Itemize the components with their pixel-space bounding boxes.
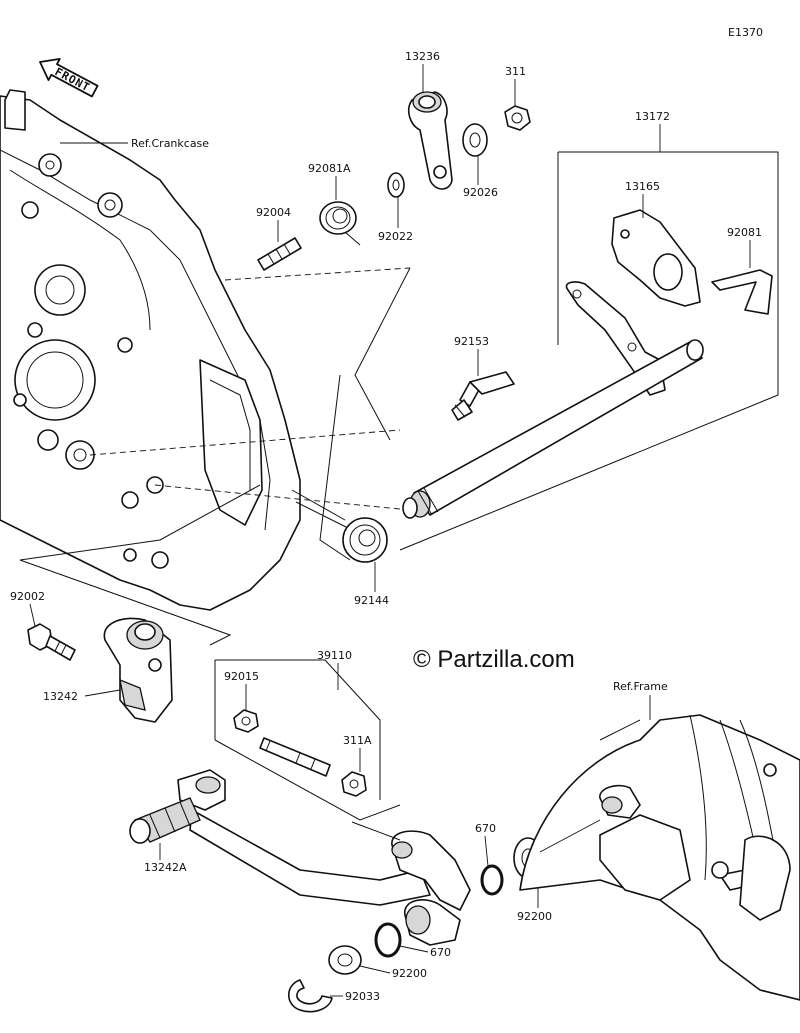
- part-92153-bolt[interactable]: [451, 371, 515, 421]
- callout-13165: 13165: [625, 180, 660, 193]
- callout-311a: 311A: [343, 734, 372, 747]
- callout-92200-upper: 92200: [517, 910, 552, 923]
- part-92002-bolt[interactable]: [27, 623, 76, 661]
- callout-92026: 92026: [463, 186, 498, 199]
- front-label: FRONT: [53, 65, 93, 94]
- ref-crankcase-label: Ref.Crankcase: [131, 137, 209, 150]
- part-92022-washer[interactable]: [387, 172, 405, 198]
- diagram-id: E1370: [728, 26, 763, 39]
- ref-frame-label: Ref.Frame: [613, 680, 668, 693]
- callout-92144: 92144: [354, 594, 389, 607]
- callout-92153: 92153: [454, 335, 489, 348]
- callout-92002: 92002: [10, 590, 45, 603]
- callout-92200-lower: 92200: [392, 967, 427, 980]
- part-92200-washer-lower[interactable]: [328, 945, 362, 975]
- part-92033-circlip[interactable]: [287, 979, 333, 1013]
- part-13242-lever-clamp[interactable]: [103, 617, 173, 723]
- part-670-o-ring-upper[interactable]: [480, 864, 504, 896]
- part-92081-clip[interactable]: [711, 269, 773, 315]
- part-39110-rod[interactable]: [259, 737, 331, 777]
- frame: [519, 714, 800, 1001]
- part-311-nut[interactable]: [504, 105, 531, 131]
- callout-13172: 13172: [635, 110, 670, 123]
- crankcase: [0, 89, 301, 611]
- part-92081a-spring[interactable]: [319, 201, 361, 246]
- part-13242a-pedal[interactable]: [129, 769, 431, 906]
- callout-670-upper: 670: [475, 822, 496, 835]
- callout-39110: 39110: [317, 649, 352, 662]
- part-92004-pin[interactable]: [257, 237, 302, 271]
- part-670-o-ring-lower[interactable]: [374, 922, 402, 958]
- part-92026-washer[interactable]: [462, 123, 488, 157]
- callout-92022: 92022: [378, 230, 413, 243]
- callout-13242a: 13242A: [144, 861, 187, 874]
- callout-670-lower: 670: [430, 946, 451, 959]
- part-92144-spring[interactable]: [291, 489, 388, 563]
- part-92015-nut[interactable]: [233, 709, 259, 733]
- part-pedal-pivot[interactable]: [391, 830, 471, 946]
- part-13236-lever[interactable]: [408, 91, 453, 190]
- callout-13236: 13236: [405, 50, 440, 63]
- part-311a-nut[interactable]: [341, 771, 367, 797]
- callout-92033: 92033: [345, 990, 380, 1003]
- partzilla-watermark: © Partzilla.com: [413, 646, 575, 673]
- callout-92081a: 92081A: [308, 162, 351, 175]
- callout-92015: 92015: [224, 670, 259, 683]
- front-arrow-icon: FRONT: [39, 58, 99, 98]
- callout-13242: 13242: [43, 690, 78, 703]
- part-13165-plate[interactable]: [611, 209, 701, 307]
- part-13172-shift-shaft[interactable]: [402, 281, 704, 519]
- callout-92004: 92004: [256, 206, 291, 219]
- callout-311: 311: [505, 65, 526, 78]
- callout-92081: 92081: [727, 226, 762, 239]
